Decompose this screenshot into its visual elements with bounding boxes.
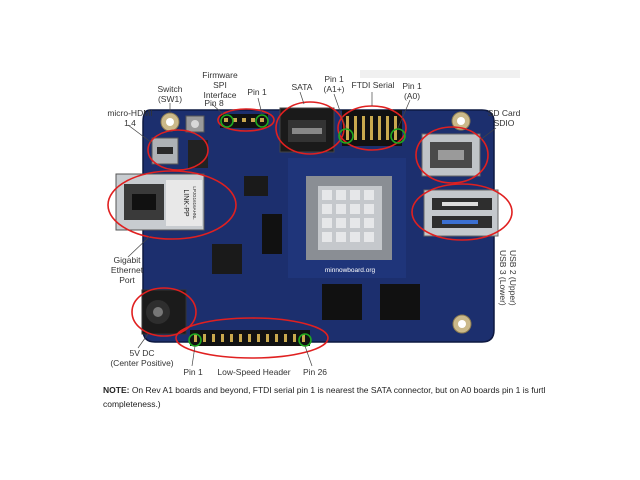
ethernet-chip-brand: LINK-PP [182,189,189,217]
label-pin1-lowspeed: Pin 1 [183,367,203,377]
pin-markers [188,114,406,347]
pin1-a0-marker [390,128,406,144]
label-usb: USB 2 (Upper)USB 3 (Lower) [498,250,518,306]
callout-ring-sdcard [415,126,489,184]
label-power: 5V DC(Center Positive) [110,348,174,368]
label-pin8: Pin 8 [204,98,224,108]
label-pin1-a1: Pin 1(A1+) [323,74,345,94]
brand-text: minnowboard.org [325,267,376,274]
callout-ring-power [131,287,197,337]
usb-connector [423,189,499,237]
note-text-line2: completeness.) [103,399,161,409]
callout-ring-lowspeed [175,317,329,359]
callout-ring-hdmi [147,129,209,171]
leader-lines [127,91,497,367]
callout-rings [107,101,513,359]
pin1-a1-marker [338,128,354,144]
label-ftdi-serial: FTDI Serial [351,80,395,90]
note-text-line1: On Rev A1 boards and beyond, FTDI serial… [129,385,546,395]
dc-power-jack [141,289,187,335]
pin1-spi-marker [255,114,269,128]
top-banner-strip [360,70,520,78]
pin8-marker [220,114,234,128]
ethernet-port [115,173,205,231]
sd-card-slot [421,133,481,177]
callout-ring-ethernet [107,170,237,240]
callout-ring-sata [275,101,345,155]
small-chip-near-hdmi [188,140,208,168]
label-sata: SATA [291,82,313,92]
spi-header [220,114,268,128]
label-pin1-spi: Pin 1 [247,87,267,97]
mounting-holes [160,111,472,334]
label-pin1-a0: Pin 1(A0) [402,81,422,101]
low-speed-header [190,330,310,346]
sata-connector [279,107,335,153]
callout-ring-usb [411,183,513,241]
callout-ring-spi [217,108,275,132]
note-prefix: NOTE: [103,385,130,395]
cpu-heatsink [306,176,392,260]
ethernet-chip-model: LPJG1616AHNL [192,186,197,220]
label-pin26: Pin 26 [302,367,328,377]
label-switch: Switch(SW1) [157,84,183,104]
memory-chips [212,176,420,320]
note-paragraph: NOTE: On Rev A1 boards and beyond, FTDI … [103,383,573,411]
label-low-speed-header: Low-Speed Header [217,367,291,377]
